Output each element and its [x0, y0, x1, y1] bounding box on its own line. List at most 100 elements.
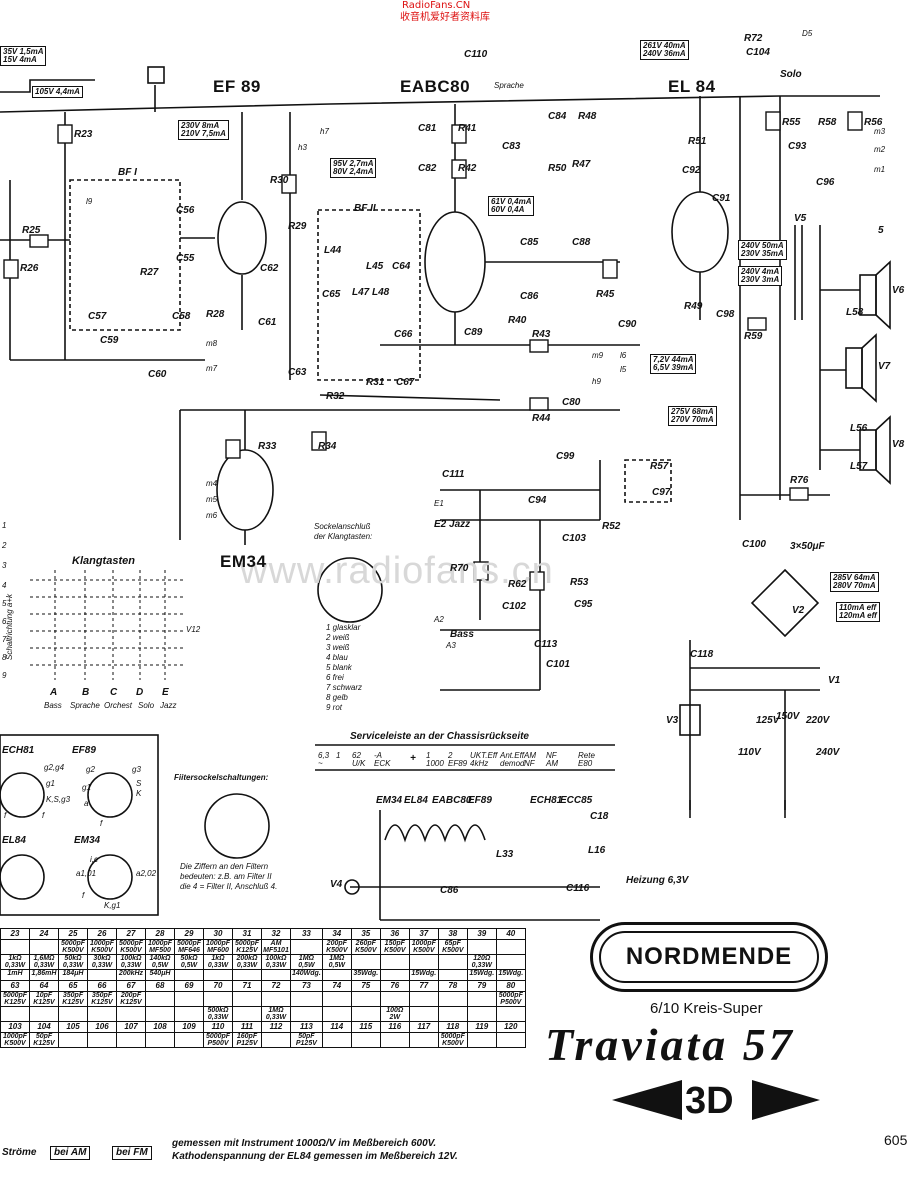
heating-label: Heizung 6,3V	[626, 875, 689, 886]
values-table-cell	[290, 939, 323, 955]
component-label: C110	[464, 49, 488, 60]
values-table-cell: 1kΩ 0,33W	[0, 954, 30, 970]
mains-150: 150V	[776, 711, 800, 722]
values-table-header-cell: 120	[495, 1021, 526, 1033]
brand-name: NORDMENDE	[599, 931, 819, 983]
socket-pin-label: S	[136, 779, 142, 788]
mains-220: 220V	[806, 715, 830, 726]
key-label: A	[50, 687, 58, 698]
key-name: Sprache	[70, 701, 100, 710]
values-table-cell	[321, 969, 352, 981]
values-table-cell: 10pF K125V	[29, 991, 59, 1007]
values-table-header-cell: 36	[379, 928, 410, 940]
values-table-cell	[379, 991, 410, 1007]
service-cell: UKT.Eff 4kHz	[470, 751, 498, 768]
component-label: C113	[534, 639, 558, 650]
row-label: 4	[2, 581, 7, 590]
watermark-caption: 收音机爱好者资料库	[400, 12, 490, 23]
values-table-cell	[350, 1032, 381, 1048]
key-name: Solo	[138, 701, 155, 710]
values-table-cell	[437, 954, 468, 970]
values-table-cell	[408, 1006, 439, 1022]
values-table-cell	[145, 1032, 175, 1048]
values-table-header-cell: 77	[408, 980, 439, 992]
values-table-header-cell: 39	[466, 928, 497, 940]
values-table-cell	[408, 954, 439, 970]
component-label: C58	[172, 311, 191, 322]
tube-socket-name: EM34	[74, 835, 101, 846]
values-table-header-cell: 112	[261, 1021, 291, 1033]
values-table-cell	[0, 939, 30, 955]
socket-pin: 1 glasklar	[326, 623, 361, 632]
component-label: C97	[652, 487, 671, 498]
component-label: C118	[690, 649, 714, 660]
terminal-label: Solo	[780, 69, 802, 80]
voltage-note: 7,2V 44mA 6,5V 39mA	[650, 354, 697, 374]
component-label: V1	[828, 675, 841, 686]
component-label: L56	[850, 423, 868, 434]
terminal-label: m2	[874, 145, 886, 154]
voltage-note: 110mA eff 120mA eff	[836, 602, 880, 622]
values-table-cell: 1000pF K500V	[408, 939, 439, 955]
values-table-cell: 184μH	[58, 969, 88, 981]
heater-ref: C86	[440, 885, 459, 896]
footer-label: Ströme	[2, 1147, 37, 1158]
values-table-cell: 5000pF MF646	[174, 939, 204, 955]
key-name: Orchest	[104, 701, 133, 710]
values-table-cell: 50pF P125V	[290, 1032, 323, 1048]
component-label: R44	[532, 413, 551, 424]
component-label: V8	[892, 439, 905, 450]
values-table-cell: 5000pF P500V	[203, 1032, 233, 1048]
values-table-cell	[321, 1032, 352, 1048]
service-cell: Ant.Eff demod	[500, 751, 525, 768]
component-label: R53	[570, 577, 589, 588]
filter-sockets-title: Fiitersockelschaltungen:	[174, 773, 269, 782]
values-table-cell	[408, 1032, 439, 1048]
values-table-cell	[495, 954, 526, 970]
component-label: R25	[22, 225, 41, 236]
values-table-cell: 5000pF K500V	[58, 939, 88, 955]
service-cell: 6,3 ~	[318, 751, 330, 768]
component-label: V3	[666, 715, 679, 726]
row-label: 6	[2, 617, 7, 626]
component-label: R40	[508, 315, 527, 326]
component-label: R76	[790, 475, 809, 486]
values-table-cell: 160pF P125V	[232, 1032, 262, 1048]
values-table-header-cell: 30	[203, 928, 233, 940]
terminal-label: l5	[620, 365, 627, 374]
values-table-cell: 120Ω 0,33W	[466, 954, 497, 970]
row-label: 7	[2, 635, 7, 644]
values-table-cell: 200kHz	[116, 969, 146, 981]
mains-240: 240V	[816, 747, 840, 758]
heater-tube: EABC80	[432, 795, 472, 806]
values-table-cell	[466, 1006, 497, 1022]
values-table-cell: 15Wdg.	[408, 969, 439, 981]
terminal-label: m5	[206, 495, 218, 504]
values-table-cell	[466, 939, 497, 955]
values-table-cell: 1,86mH	[29, 969, 59, 981]
socket-pin-label: g2	[86, 765, 95, 774]
component-label: C91	[712, 193, 731, 204]
terminal-label: h9	[592, 377, 601, 386]
socket-pin-label: f	[4, 811, 7, 820]
values-table-cell: 1000pF K500V	[0, 1032, 30, 1048]
values-table-header-cell: 114	[321, 1021, 352, 1033]
terminal-label: l9	[86, 197, 93, 206]
values-table-header-cell: 37	[408, 928, 439, 940]
values-table-cell	[203, 969, 233, 981]
key-label: B	[82, 687, 90, 698]
values-table-header-cell: 33	[290, 928, 323, 940]
tube-label-el84: EL 84	[668, 77, 716, 96]
values-table-cell	[321, 1006, 352, 1022]
component-label: R49	[684, 301, 703, 312]
component-label: L58	[846, 307, 864, 318]
component-label: C56	[176, 205, 195, 216]
values-table-cell: 35Wdg.	[350, 969, 381, 981]
component-label: R41	[458, 123, 477, 134]
heater-ref: C18	[590, 811, 609, 822]
values-table-cell: 540μH	[145, 969, 175, 981]
values-table-header-cell: 106	[87, 1021, 117, 1033]
component-label: R72	[744, 33, 763, 44]
